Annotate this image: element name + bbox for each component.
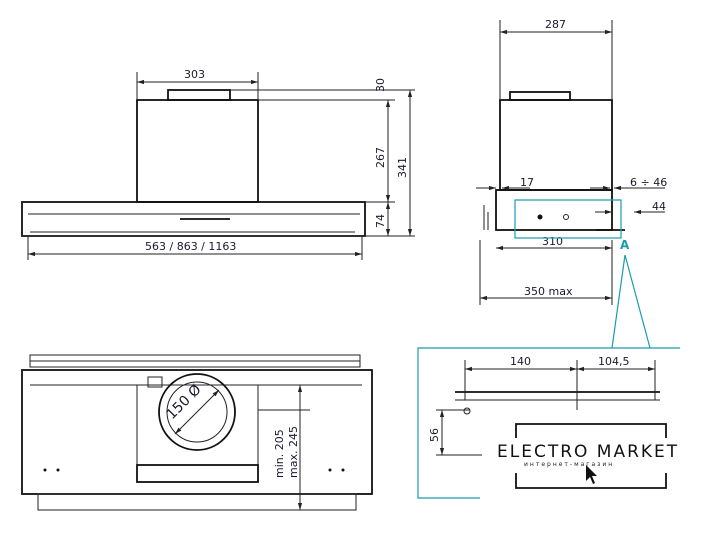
watermark-subtitle: интернет-магазин bbox=[524, 461, 614, 468]
dim-140: 140 bbox=[510, 355, 531, 368]
dim-104-5: 104,5 bbox=[598, 355, 630, 368]
top-connector bbox=[167, 89, 231, 101]
detail-marker-box bbox=[514, 199, 622, 239]
watermark-logo: ELECTRO MARKET интернет-магазин bbox=[482, 410, 700, 500]
dim-74: 74 bbox=[374, 214, 387, 228]
cursor-icon bbox=[586, 465, 597, 484]
front-view: 303 30 267 341 74 563 / 863 / 1163 bbox=[21, 68, 415, 260]
dim-56: 56 bbox=[428, 428, 441, 442]
dim-widths: 563 / 863 / 1163 bbox=[145, 240, 236, 253]
dim-max-245: max. 245 bbox=[287, 426, 300, 478]
bottom-view: 150 Ø min. 205 max. 245 bbox=[21, 354, 373, 511]
watermark-title: ELECTRO MARKET bbox=[497, 442, 679, 462]
side-view: 287 17 6 ÷ 46 44 310 350 max A bbox=[476, 18, 667, 349]
detail-view: 140 104,5 56 bbox=[417, 347, 680, 499]
duct-outlet bbox=[158, 373, 236, 451]
dim-min-205: min. 205 bbox=[273, 429, 286, 478]
dim-303: 303 bbox=[184, 68, 205, 81]
dim-350-max: 350 max bbox=[524, 285, 573, 298]
dim-267: 267 bbox=[374, 147, 387, 168]
detail-label: A bbox=[620, 238, 630, 252]
dim-6-46: 6 ÷ 46 bbox=[630, 176, 667, 189]
chimney bbox=[136, 99, 259, 203]
dim-310: 310 bbox=[542, 235, 563, 248]
dim-17: 17 bbox=[520, 176, 534, 189]
dim-44: 44 bbox=[652, 200, 666, 213]
dim-150-diameter: 150 Ø bbox=[164, 382, 205, 423]
dim-341: 341 bbox=[396, 157, 409, 178]
dim-287: 287 bbox=[545, 18, 566, 31]
dim-30: 30 bbox=[374, 78, 387, 92]
